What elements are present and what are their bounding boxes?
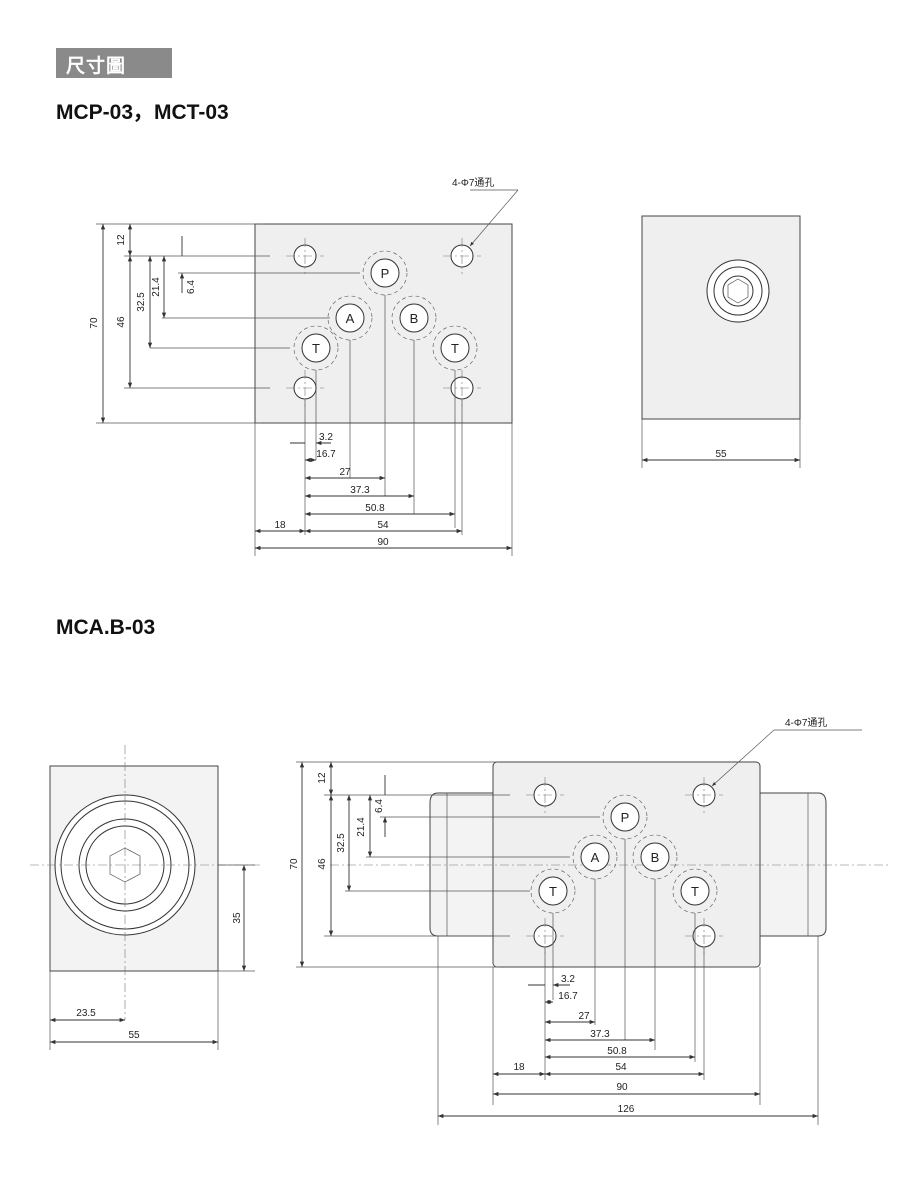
dim-55-left: 55 — [128, 1030, 140, 1041]
dim-12: 12 — [317, 772, 328, 784]
dim-46: 46 — [116, 316, 127, 328]
dim-18: 18 — [513, 1062, 525, 1073]
port-a: A — [327, 295, 373, 341]
port-a: A — [572, 834, 618, 880]
section2-title: MCA.B-03 — [56, 616, 156, 639]
dim-27: 27 — [578, 1011, 590, 1022]
mcab-end-view: 35 23.5 55 — [30, 745, 262, 1050]
port-label: P — [621, 810, 630, 825]
dim-90: 90 — [377, 537, 389, 548]
badge-label: 尺寸圖 — [66, 55, 127, 77]
dim-23-5: 23.5 — [76, 1008, 96, 1019]
dim-3-2: 3.2 — [561, 974, 575, 985]
dim-37-3: 37.3 — [350, 485, 370, 496]
mcab-valve-body — [492, 761, 761, 968]
dim-35: 35 — [232, 912, 243, 924]
dim-6-4: 6.4 — [374, 799, 385, 813]
dim-21-4: 21.4 — [151, 277, 162, 297]
section-badge: 尺寸圖 — [56, 48, 172, 78]
dim-12: 12 — [116, 234, 127, 246]
dim-70: 70 — [289, 858, 300, 870]
dim-55: 55 — [715, 449, 727, 460]
port-b: B — [632, 834, 678, 880]
dim-54: 54 — [615, 1062, 627, 1073]
dim-46: 46 — [317, 858, 328, 870]
mcp-valve-body — [254, 223, 513, 424]
dim-50-8: 50.8 — [365, 503, 385, 514]
port-label: T — [691, 884, 699, 899]
port-b: B — [391, 295, 437, 341]
dim-16-7: 16.7 — [558, 991, 578, 1002]
hole-note: 4-Φ7通孔 — [452, 177, 494, 189]
port-label: A — [591, 850, 600, 865]
port-t-right: T — [432, 325, 478, 371]
port-t-left: T — [530, 868, 576, 914]
port-label: B — [651, 850, 660, 865]
port-t-right: T — [672, 868, 718, 914]
port-label: A — [346, 311, 355, 326]
dim-18: 18 — [274, 520, 286, 531]
dim-27: 27 — [339, 467, 351, 478]
port-label: P — [381, 266, 390, 281]
mcp-top-view: P A B T T 4-Φ7通孔 70 1 — [89, 177, 519, 556]
dim-50-8: 50.8 — [607, 1046, 627, 1057]
hex-socket-icon — [727, 278, 749, 304]
dim-70: 70 — [89, 317, 100, 329]
dim-37-3: 37.3 — [590, 1029, 610, 1040]
dim-16-7: 16.7 — [316, 449, 336, 460]
port-p: P — [362, 250, 408, 296]
dim-90: 90 — [616, 1082, 628, 1093]
port-t-left: T — [293, 325, 339, 371]
dim-126: 126 — [618, 1104, 635, 1115]
dim-32-5: 32.5 — [336, 833, 347, 853]
port-label: T — [312, 341, 320, 356]
port-label: B — [410, 311, 419, 326]
dim-54: 54 — [377, 520, 389, 531]
dim-32-5: 32.5 — [136, 292, 147, 312]
hole-note: 4-Φ7通孔 — [785, 717, 827, 729]
mcp-side-view: 55 — [641, 215, 801, 468]
port-p: P — [602, 794, 648, 840]
mcab-top-view: P A B T T 4-Φ7通孔 70 12 — [289, 717, 890, 1125]
dim-21-4: 21.4 — [356, 817, 367, 837]
port-label: T — [451, 341, 459, 356]
section1-title: MCP-03，MCT-03 — [56, 101, 229, 124]
dim-3-2: 3.2 — [319, 432, 333, 443]
port-label: T — [549, 884, 557, 899]
dim-6-4: 6.4 — [186, 280, 197, 294]
